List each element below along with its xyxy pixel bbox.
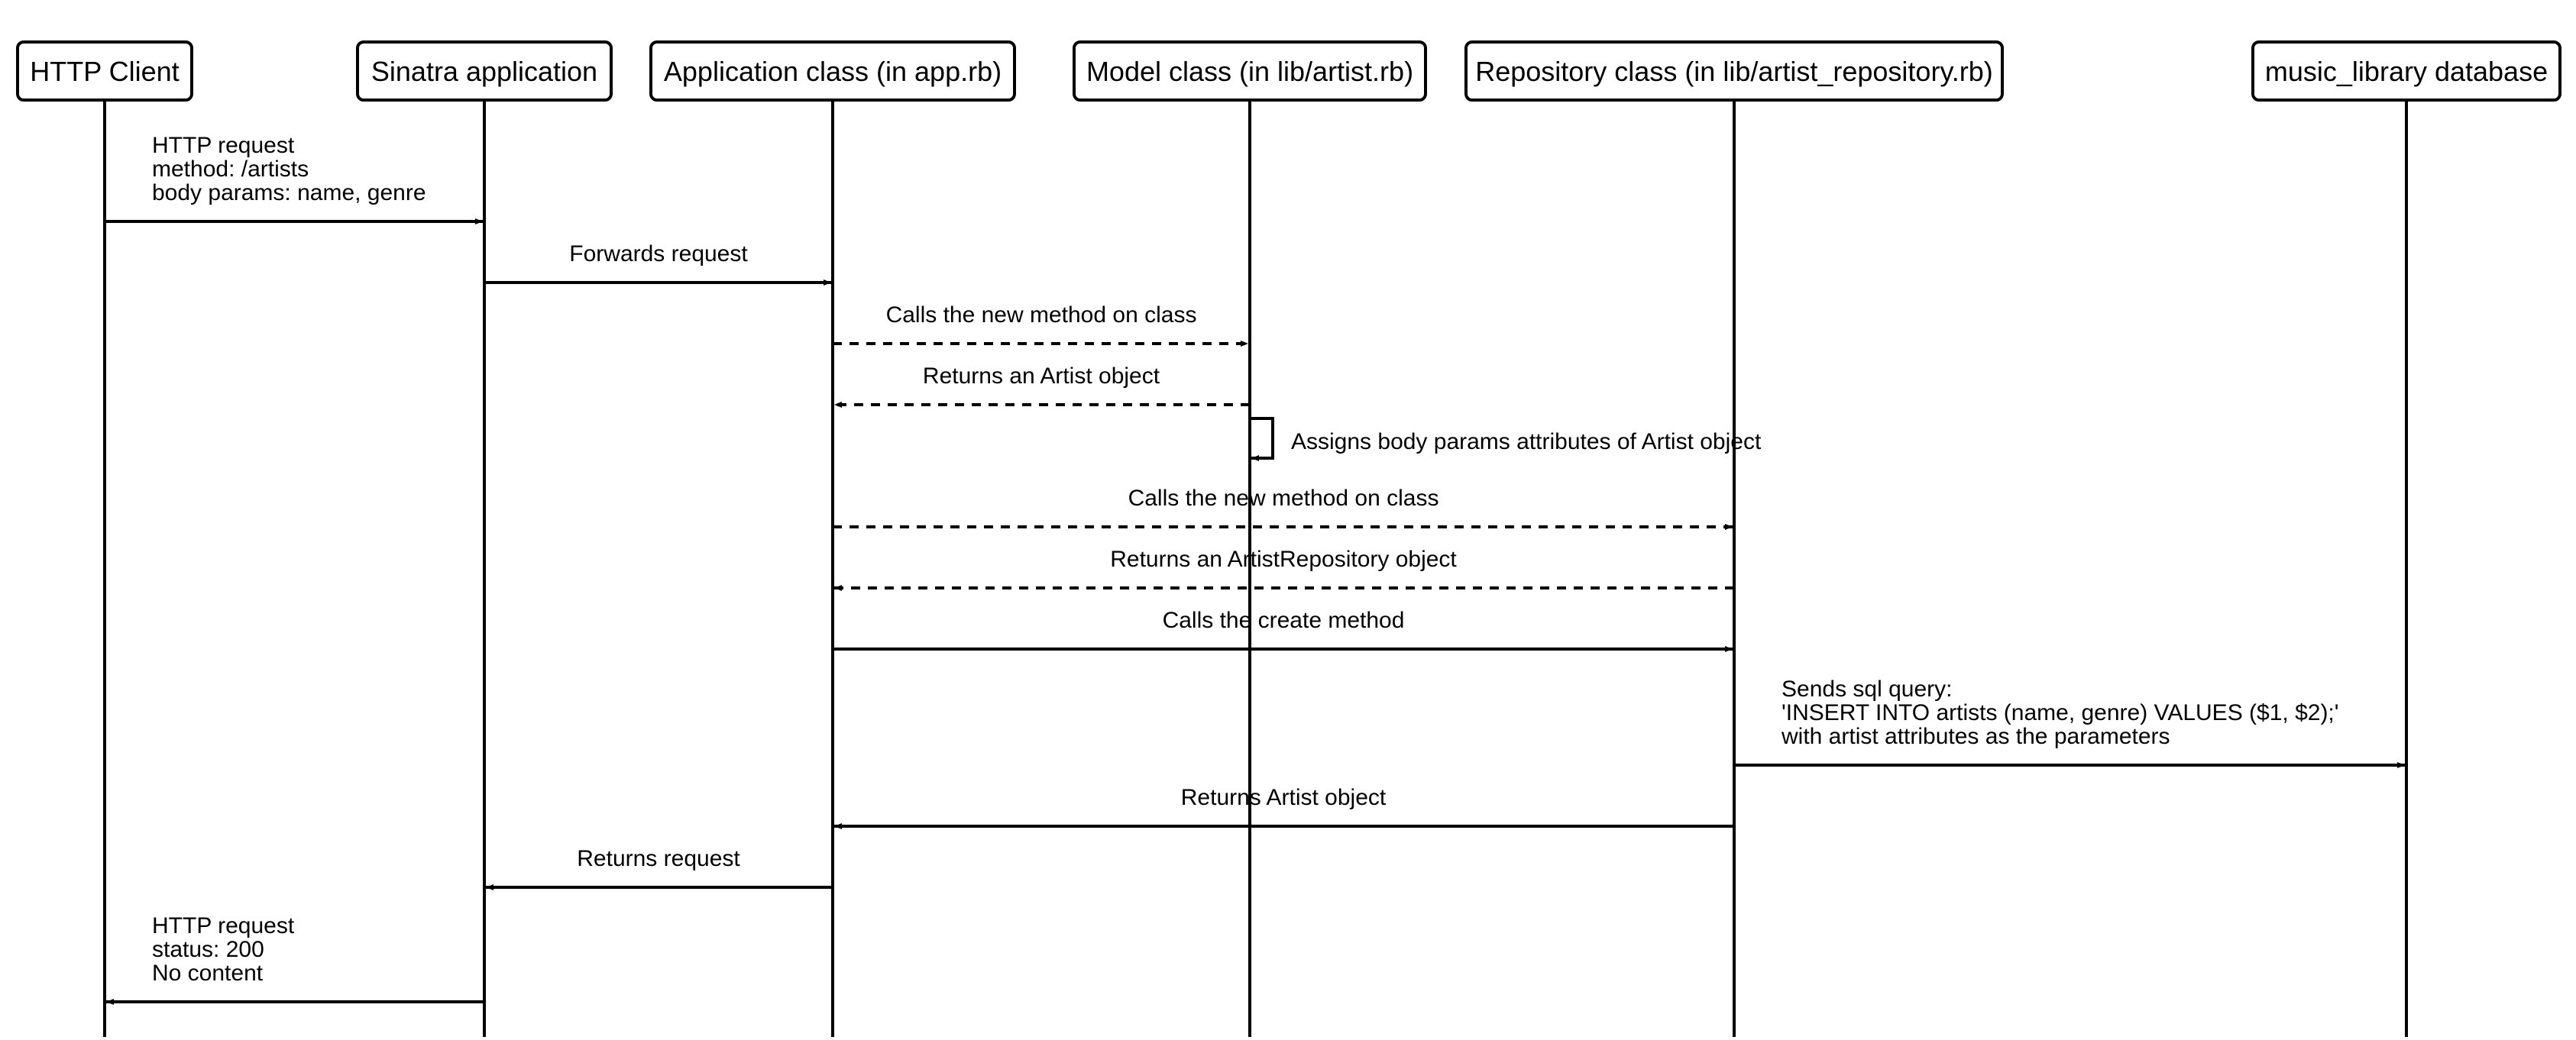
- participant-client: HTTP Client: [16, 40, 193, 102]
- participant-model: Model class (in lib/artist.rb): [1073, 40, 1427, 102]
- message-label-line: Calls the new method on class: [1128, 486, 1439, 511]
- participant-box: [356, 40, 613, 102]
- participant-app: Application class (in app.rb): [649, 40, 1016, 102]
- message-label-line: No content: [152, 961, 264, 986]
- participant-label: Sinatra application: [371, 56, 597, 87]
- message-label-line: Forwards request: [569, 241, 748, 266]
- message-label-line: Calls the create method: [1163, 608, 1405, 633]
- message-label-line: 'INSERT INTO artists (name, genre) VALUE…: [1782, 700, 2339, 725]
- participant-label: music_library database: [2265, 56, 2548, 87]
- message-label-line: HTTP request: [152, 133, 295, 158]
- participants: HTTP Client Sinatra application Applicatio…: [16, 40, 2561, 102]
- self-message-arrow: [1250, 417, 1274, 461]
- participant-repo: Repository class (in lib/artist_reposito…: [1464, 40, 2004, 102]
- message-label-line: status: 200: [152, 937, 264, 962]
- message-label-line: method: /artists: [152, 157, 309, 182]
- participant-box: [649, 40, 1016, 102]
- participant-label: Application class (in app.rb): [664, 56, 1002, 87]
- message-label-line: HTTP request: [152, 913, 295, 938]
- participant-box: [1464, 40, 2004, 102]
- lifelines: [103, 100, 2408, 1037]
- message-5: Assigns body params attributes of Artist…: [1250, 417, 1762, 461]
- participant-sinatra: Sinatra application: [356, 40, 613, 102]
- participant-box: [2251, 40, 2561, 102]
- participant-label: Repository class (in lib/artist_reposito…: [1475, 56, 1993, 87]
- participant-label: Model class (in lib/artist.rb): [1086, 56, 1413, 87]
- participant-label: HTTP Client: [30, 56, 179, 87]
- message-label-line: Returns request: [577, 846, 740, 871]
- participant-box: [1073, 40, 1427, 102]
- message-label-line: body params: name, genre: [152, 180, 426, 205]
- participant-db: music_library database: [2251, 40, 2561, 102]
- message-label-line: Returns an ArtistRepository object: [1110, 547, 1457, 572]
- message-label-line: Returns Artist object: [1181, 785, 1387, 810]
- message-10: Returns Artist object: [834, 785, 1734, 829]
- message-8: Calls the create method: [833, 608, 1733, 652]
- message-6: Calls the new method on class: [833, 486, 1733, 530]
- message-7: Returns an ArtistRepository object: [834, 547, 1734, 591]
- message-label-line: Calls the new method on class: [886, 302, 1197, 328]
- message-11: Returns request: [486, 846, 833, 890]
- message-2: Forwards request: [484, 241, 831, 286]
- message-label-line: Sends sql query:: [1782, 677, 1952, 702]
- message-label-line: Returns an Artist object: [923, 363, 1160, 389]
- message-label-line: with artist attributes as the parameters: [1781, 724, 2170, 749]
- message-9: Sends sql query:'INSERT INTO artists (na…: [1734, 677, 2405, 768]
- message-label: Assigns body params attributes of Artist…: [1291, 429, 1762, 454]
- message-3: Calls the new method on class: [833, 302, 1248, 347]
- message-4: Returns an Artist object: [834, 363, 1250, 408]
- participant-box: [16, 40, 193, 102]
